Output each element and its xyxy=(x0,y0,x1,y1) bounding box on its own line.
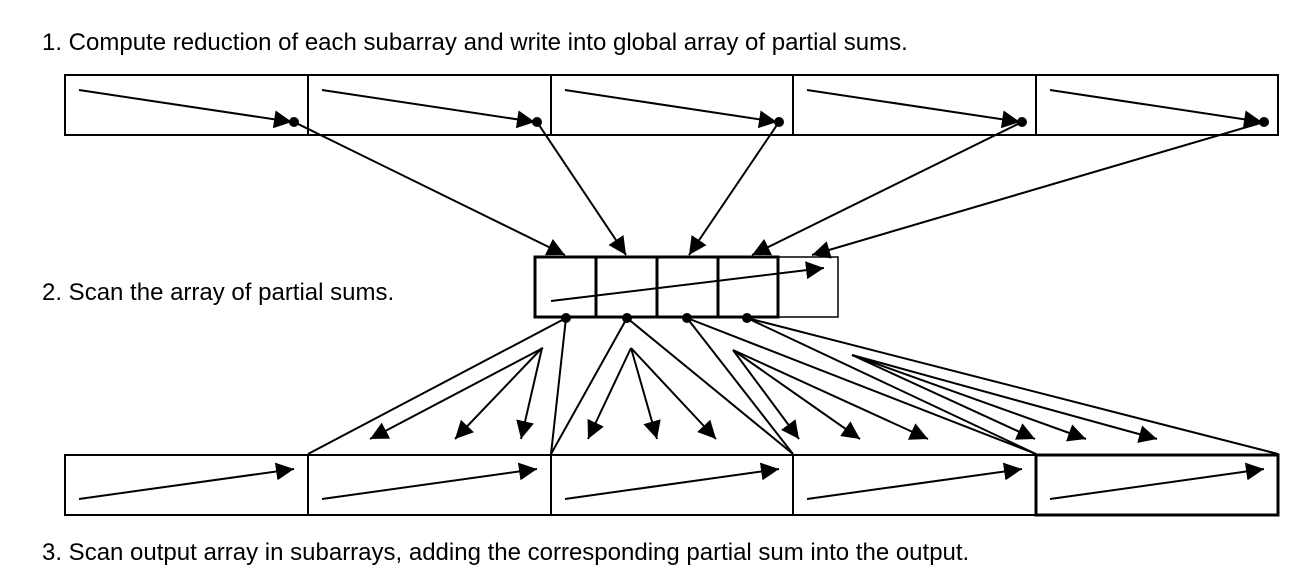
subarray-reduce-arrow xyxy=(321,89,536,129)
fanout-line xyxy=(550,317,567,455)
partial-sum-add-arrow xyxy=(587,347,632,440)
subarray-reduce-arrow xyxy=(806,89,1021,129)
partial-sum-write-arrow xyxy=(811,121,1265,259)
partial-sum-write-arrow xyxy=(751,121,1023,256)
partial-sum-add-arrow xyxy=(369,347,544,440)
fanout-line xyxy=(686,317,794,455)
subarray-scan-arrow xyxy=(78,462,295,500)
fanout-line xyxy=(307,317,567,455)
input-subarray xyxy=(1035,74,1279,136)
reduction-arrows xyxy=(293,121,1265,259)
partial-sums-array xyxy=(533,255,839,323)
partial-sum-scan-arrow xyxy=(550,261,825,302)
subarray-scan-arrow xyxy=(321,462,538,500)
step-3-label: 3. Scan output array in subarrays, addin… xyxy=(42,539,969,566)
step-1-label: 1. Compute reduction of each subarray an… xyxy=(42,29,908,56)
partial-sum-cell xyxy=(594,255,659,319)
partial-sum-cell xyxy=(533,255,598,319)
input-subarray xyxy=(792,74,1037,136)
partial-sum-add-arrow xyxy=(851,354,1158,443)
partial-sum-add-arrow xyxy=(630,347,717,440)
input-subarray xyxy=(550,74,794,136)
fanout-line xyxy=(626,317,794,455)
input-subarray xyxy=(307,74,552,136)
partial-sum-add-arrow xyxy=(732,349,800,440)
input-subarray xyxy=(64,74,309,136)
subarray-scan-arrow xyxy=(1049,462,1265,500)
step-2-label: 2. Scan the array of partial sums. xyxy=(42,279,394,306)
partial-sum-add-arrow xyxy=(630,347,661,440)
output-array xyxy=(64,453,1280,517)
partial-sum-add-arrow xyxy=(851,354,1036,440)
partial-sum-cell xyxy=(716,255,780,319)
fanout-line xyxy=(686,317,1037,455)
partial-sum-add-arrow xyxy=(732,349,861,440)
fanout-line xyxy=(550,317,628,455)
fanout-line xyxy=(746,317,1037,455)
partial-sum-add-arrow xyxy=(732,349,929,440)
fanout-lines xyxy=(307,317,1279,455)
output-subarray xyxy=(1034,453,1280,517)
fanout-line xyxy=(746,317,1279,455)
partial-sum-add-arrow xyxy=(851,354,1087,442)
partial-sum-add-arrow xyxy=(516,347,543,440)
partial-sum-write-arrow xyxy=(688,121,780,256)
subarray-scan-arrow xyxy=(564,462,780,500)
partial-sum-cell xyxy=(777,256,839,318)
partial-sum-write-arrow xyxy=(293,121,566,256)
subarray-reduce-arrow xyxy=(564,89,778,129)
partial-sum-write-arrow xyxy=(536,121,627,256)
subarray-reduce-arrow xyxy=(1049,89,1263,129)
fanout-arrows xyxy=(369,347,1158,443)
subarray-reduce-arrow xyxy=(78,89,293,129)
subarray-scan-arrow xyxy=(806,462,1023,500)
partial-sum-add-arrow xyxy=(454,347,543,440)
input-array xyxy=(64,74,1279,136)
